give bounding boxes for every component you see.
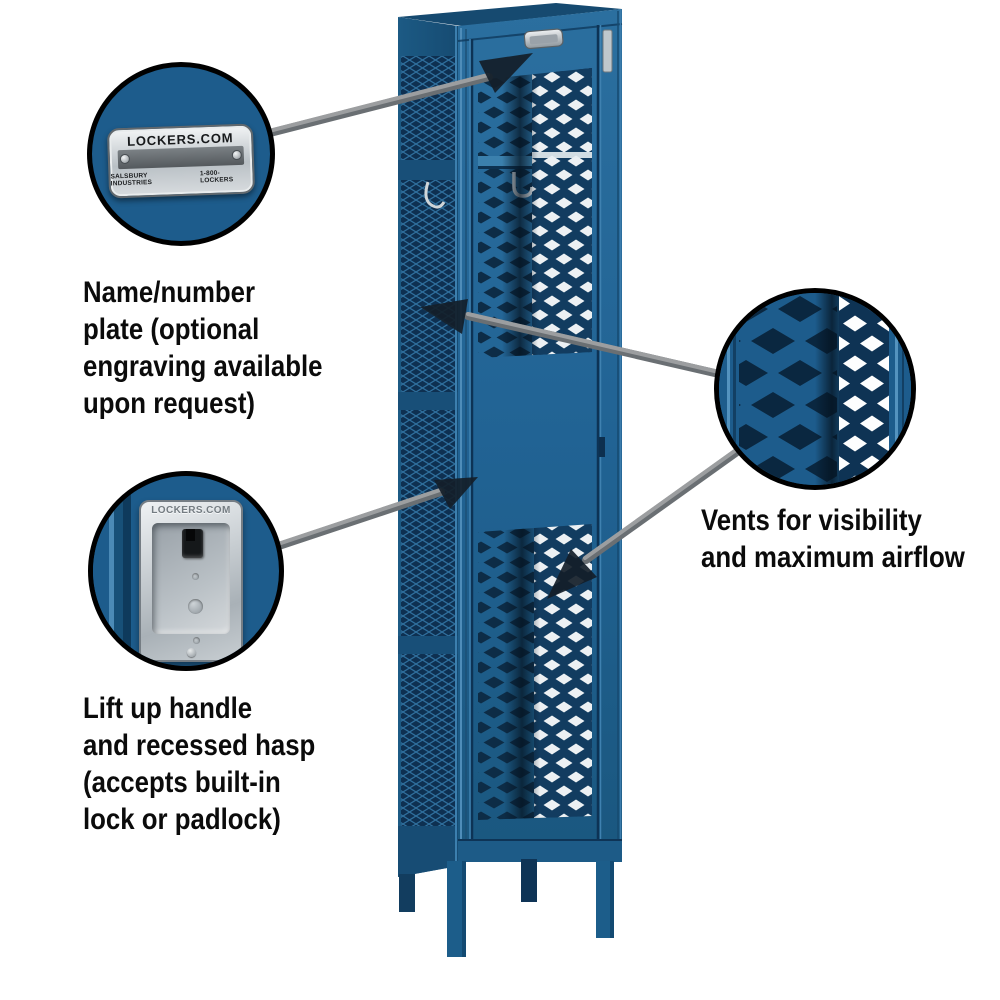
caption-line: and recessed hasp: [83, 729, 316, 762]
caption-line: Name/number: [83, 276, 256, 309]
arrow-to-nameplate: [262, 53, 533, 138]
rivet-icon: [193, 637, 200, 644]
screw-icon: [187, 648, 196, 657]
door-hinge: [602, 29, 613, 73]
handle-detail-circle: LOCKERS.COM: [88, 471, 284, 671]
handle-brand-text: LOCKERS.COM: [151, 505, 231, 516]
handle-recess: [152, 523, 230, 644]
caption-line: upon request): [83, 387, 255, 420]
caption-line: Vents for visibility: [701, 504, 922, 537]
caption-vents: Vents for visibility and maximum airflow: [701, 502, 965, 576]
vents-detail: [719, 293, 911, 485]
locker-side-panel: [398, 17, 458, 877]
caption-nameplate: Name/number plate (optional engraving av…: [83, 274, 322, 422]
caption-handle: Lift up handle and recessed hasp (accept…: [83, 690, 315, 838]
locker-bottom-rail: [458, 840, 622, 862]
nameplate-footer-right: 1-800-LOCKERS: [199, 169, 234, 185]
caption-line: lock or padlock): [83, 803, 281, 836]
locker-front: [457, 9, 623, 862]
caption-line: Lift up handle: [83, 692, 253, 725]
nameplate-footer-left: SALSBURY INDUSTRIES: [110, 172, 153, 188]
nameplate-detail: LOCKERS.COM SALSBURY INDUSTRIES 1-800-LO…: [106, 123, 256, 199]
caption-line: and maximum airflow: [701, 541, 965, 574]
door-name-plate: [523, 28, 564, 50]
side-hook-icon: [424, 181, 446, 209]
arrow-to-lower-vents: [547, 448, 741, 599]
nameplate-engraving-band: [117, 145, 245, 170]
door-edge: [93, 476, 139, 666]
vents-detail-circle: [714, 288, 916, 490]
screw-icon: [119, 153, 131, 165]
caption-line: (accepts built-in: [83, 766, 281, 799]
nameplate-detail-circle: LOCKERS.COM SALSBURY INDUSTRIES 1-800-LO…: [87, 62, 275, 246]
door-latch: [599, 437, 605, 457]
arrow-to-handle: [272, 477, 478, 551]
hasp-slot: [182, 529, 203, 558]
locker-top-face: [398, 3, 622, 26]
handle-detail: LOCKERS.COM: [139, 500, 243, 662]
rivet-icon: [188, 599, 203, 614]
upper-vent-panel: [478, 68, 592, 358]
arrow-to-side-vents: [420, 299, 723, 378]
rivet-icon: [192, 573, 199, 580]
screw-icon: [231, 149, 242, 161]
locker-legs: [399, 859, 614, 957]
caption-line: engraving available: [83, 350, 323, 383]
caption-line: plate (optional: [83, 313, 260, 346]
